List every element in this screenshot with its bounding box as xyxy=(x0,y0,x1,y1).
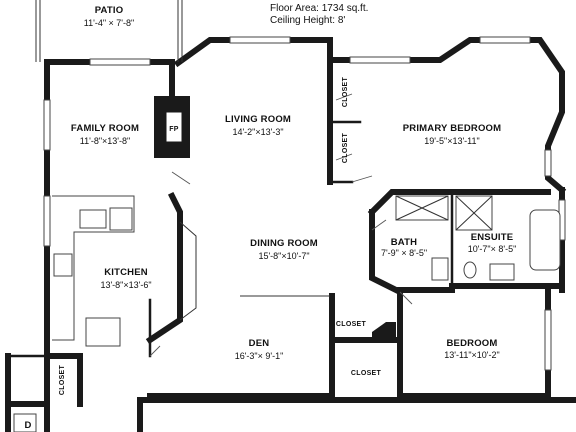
kitchen-cooktop xyxy=(53,253,73,277)
closet-label-1: CLOSET xyxy=(342,76,349,107)
kitchen-counter xyxy=(52,195,135,341)
bath-vanity xyxy=(431,257,449,281)
dining-bay-line xyxy=(179,221,197,321)
dining-room-dims: 15'-8"×10'-7" xyxy=(258,251,309,261)
window-bedroom-right xyxy=(544,309,552,371)
door-den xyxy=(149,345,161,357)
window-primary-bay xyxy=(479,36,531,44)
patio-name: PATIO xyxy=(95,5,124,16)
wall-bath-top xyxy=(367,189,551,217)
interior-walls xyxy=(5,57,565,432)
primary-bedroom-name: PRIMARY BEDROOM xyxy=(403,123,502,134)
patio-door xyxy=(89,58,151,66)
partial-room-box xyxy=(13,413,37,432)
living-room-dims: 14'-2"×13'-3" xyxy=(232,127,283,137)
ensuite-name: ENSUITE xyxy=(471,232,514,243)
family-room-dims: 11'-8"×13'-8" xyxy=(80,136,130,146)
floor-area-text: Floor Area: 1734 sq.ft. xyxy=(270,3,368,14)
ceiling-height-text: Ceiling Height: 8' xyxy=(270,15,345,26)
den-name: DEN xyxy=(249,338,270,349)
living-room-name: LIVING ROOM xyxy=(225,114,291,125)
window-kitchen-left xyxy=(43,195,51,247)
window-primary-top xyxy=(349,56,411,64)
bedroom-name: BEDROOM xyxy=(446,338,497,349)
closet-label-3: CLOSET xyxy=(336,321,367,328)
patio-dims: 11'-4" × 7'-8" xyxy=(84,18,134,28)
primary-bedroom-dims: 19'-5"×13'-11" xyxy=(424,136,479,146)
ensuite-shower-x2 xyxy=(455,195,493,231)
patio-area xyxy=(35,0,183,66)
door-bedroom xyxy=(399,291,413,305)
ensuite-tub xyxy=(529,209,561,271)
bedroom-dims: 13'-11"×10'-2" xyxy=(444,350,499,360)
closet-label-4: CLOSET xyxy=(351,370,382,377)
kitchen-stove-top xyxy=(109,207,133,231)
fridge xyxy=(85,317,121,347)
kitchen-dims: 13'-8"×13'-6" xyxy=(100,280,151,290)
kitchen-sink xyxy=(79,209,107,229)
family-room-name: FAMILY ROOM xyxy=(71,123,139,134)
dining-room-name: DINING ROOM xyxy=(250,238,318,249)
bath-fixtures xyxy=(395,195,561,281)
closet-label-2: CLOSET xyxy=(342,132,349,163)
ensuite-dims: 10'-7"× 8'-5" xyxy=(468,244,517,254)
partial-room-label: D xyxy=(24,420,31,431)
kitchen-fixtures xyxy=(52,195,135,347)
closet-corner-block xyxy=(372,322,396,340)
window-family-left xyxy=(43,99,51,151)
fireplace: FP xyxy=(154,96,190,158)
door-primary xyxy=(351,175,373,183)
fireplace-label: FP xyxy=(169,126,179,133)
door-closet-2 xyxy=(335,153,353,161)
bath-name: BATH xyxy=(391,237,417,248)
ensuite-sink xyxy=(489,263,515,281)
door-family-living xyxy=(171,171,191,185)
window-living-top xyxy=(229,36,291,44)
door-closet-1 xyxy=(335,93,353,101)
doors xyxy=(149,93,413,357)
window-primary-right xyxy=(544,149,552,177)
wall-dining-left xyxy=(145,191,183,345)
den-dims: 16'-3"× 9'-1" xyxy=(235,351,284,361)
bath-shower-x2 xyxy=(395,195,449,221)
door-bath xyxy=(371,219,387,231)
bath-dims: 7'-9" × 8'-5" xyxy=(381,248,427,258)
ensuite-toilet xyxy=(463,261,477,279)
kitchen-name: KITCHEN xyxy=(104,267,148,278)
closet-label-5: CLOSET xyxy=(59,364,66,395)
fireplace-box xyxy=(165,111,183,143)
wall-bath-bottom xyxy=(369,259,405,297)
